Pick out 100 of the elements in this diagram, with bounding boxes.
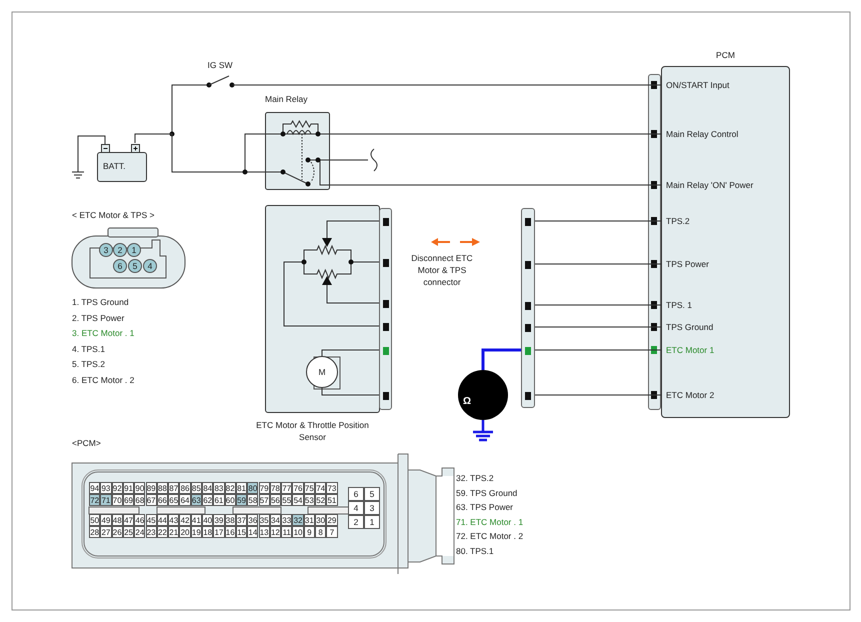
pin-label: ETC Motor 2 — [662, 388, 787, 402]
pin-number: 63 — [190, 494, 202, 506]
pin-label: Main Relay Control — [662, 127, 787, 141]
multimeter: Ω — [458, 370, 508, 420]
pin-number: 45 — [146, 514, 157, 526]
pin-label: ETC Motor 1 — [662, 343, 787, 357]
wire — [322, 388, 380, 396]
pin-list-item: 32. TPS.2 — [456, 473, 495, 485]
pin-number: 61 — [213, 494, 225, 506]
pin-number: 19 — [190, 526, 202, 538]
wire — [534, 394, 662, 396]
connector-title: < ETC Motor & TPS > — [72, 210, 156, 222]
pin-number: 87 — [168, 482, 180, 494]
pin-number: 57 — [258, 494, 270, 506]
connector-strip — [379, 208, 392, 410]
pin-number: 14 — [247, 526, 258, 538]
pin-number: 67 — [146, 494, 157, 506]
pin-number: 10 — [292, 526, 304, 538]
pin-number: 49 — [100, 514, 112, 526]
pin-label: TPS.2 — [662, 214, 787, 228]
pin-number: 86 — [179, 482, 191, 494]
pin-number: 1 — [364, 515, 380, 529]
wire — [244, 84, 662, 86]
pin-number: 13 — [258, 526, 270, 538]
pin-number: 70 — [112, 494, 123, 506]
pin-list-item: 63. TPS Power — [456, 502, 514, 514]
pin-number: 94 — [89, 482, 100, 494]
pin-number: 17 — [213, 526, 225, 538]
pin-number: 68 — [134, 494, 146, 506]
wire — [482, 348, 521, 370]
pin-number: 24 — [134, 526, 146, 538]
pin-number: 47 — [122, 514, 134, 526]
wire — [534, 220, 662, 222]
pin-list-item: 1. TPS Ground — [72, 297, 130, 309]
pin-number: 3 — [364, 501, 380, 515]
pin-number: 4 — [348, 501, 364, 515]
pin-number: 37 — [236, 514, 248, 526]
pin-number: 15 — [236, 526, 248, 538]
pin-number: 44 — [156, 514, 168, 526]
wire — [322, 350, 380, 356]
pin-list-item: 2. TPS Power — [72, 312, 126, 324]
switch-label: IG SW — [206, 60, 234, 72]
pin-label: TPS Ground — [662, 320, 787, 334]
wire — [134, 134, 266, 172]
pin-number: 89 — [146, 482, 157, 494]
pin-number: 5 — [364, 487, 380, 501]
pin-number: 30 — [315, 514, 326, 526]
pin-number: 85 — [190, 482, 202, 494]
pin-number: 26 — [112, 526, 123, 538]
connector-title: <PCM> — [72, 438, 102, 450]
wire — [330, 184, 662, 186]
pin-number: 59 — [236, 494, 248, 506]
pin-number: 40 — [202, 514, 214, 526]
pin-list-item: 59. TPS Ground — [456, 488, 518, 500]
pin-number: 27 — [100, 526, 112, 538]
pin-number: 22 — [156, 526, 168, 538]
pin-number: 80 — [247, 482, 258, 494]
pin-number: 50 — [89, 514, 100, 526]
pin-number: 90 — [134, 482, 146, 494]
pin-number: 31 — [304, 514, 315, 526]
pin-list-item: 71. ETC Motor . 1 — [456, 516, 524, 529]
pin-label: Main Relay 'ON' Power — [662, 178, 787, 192]
pin-number: 7 — [326, 526, 338, 538]
instruction-note: Disconnect ETC Motor & TPS connector — [410, 252, 474, 288]
pin-number: 28 — [89, 526, 100, 538]
pin-label: ON/START Input — [662, 78, 787, 92]
pin-number: 39 — [213, 514, 225, 526]
pin-number: 83 — [213, 482, 225, 494]
pin-number: 84 — [202, 482, 214, 494]
pin-number: 65 — [168, 494, 180, 506]
pin-number: 12 — [270, 526, 282, 538]
pin-number: 66 — [156, 494, 168, 506]
pin-number: 20 — [179, 526, 191, 538]
pin-list-item: 80. TPS.1 — [456, 546, 495, 558]
pin-number: 21 — [168, 526, 180, 538]
pin-number: 75 — [304, 482, 315, 494]
pin-number: 62 — [202, 494, 214, 506]
sensor-caption: ETC Motor & Throttle Position Sensor — [255, 419, 370, 444]
pin-number: 81 — [236, 482, 248, 494]
pin-number: 73 — [326, 482, 338, 494]
pin-number: 46 — [134, 514, 146, 526]
pin-number: 43 — [168, 514, 180, 526]
pin-list-item: 72. ETC Motor . 2 — [456, 531, 524, 544]
pin-number: 53 — [304, 494, 315, 506]
pin-number: 55 — [281, 494, 292, 506]
pin-number: 51 — [326, 494, 338, 506]
pin-number: 29 — [326, 514, 338, 526]
pin-list-item: 6. ETC Motor . 2 — [72, 374, 136, 386]
pin-number: 34 — [270, 514, 282, 526]
pin-number: 52 — [315, 494, 326, 506]
pin-number: 88 — [156, 482, 168, 494]
wire — [534, 326, 662, 328]
pin-number: 38 — [224, 514, 236, 526]
wire — [534, 304, 662, 306]
pin-number: 36 — [247, 514, 258, 526]
pin-number: 54 — [292, 494, 304, 506]
pin-number: 11 — [281, 526, 292, 538]
pin-number: 77 — [281, 482, 292, 494]
pin-number: 23 — [146, 526, 157, 538]
pin-number: 82 — [224, 482, 236, 494]
